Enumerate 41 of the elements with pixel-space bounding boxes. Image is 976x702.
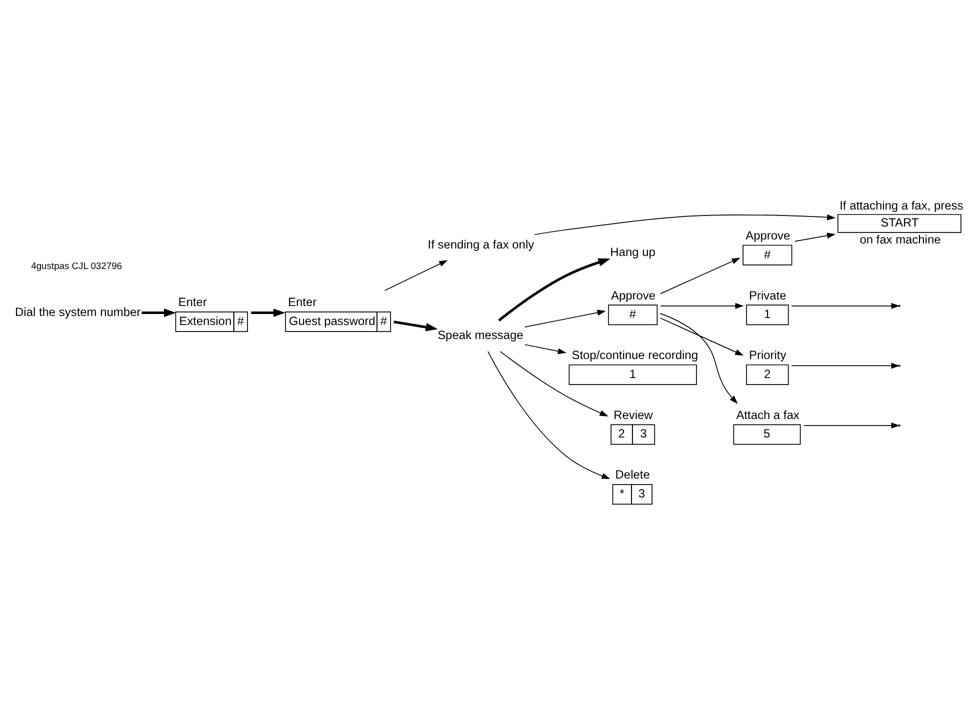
arrow [142, 308, 176, 317]
arrow [660, 258, 740, 294]
node-label: Priority [749, 348, 786, 362]
node-label: Approve [746, 228, 790, 242]
arrow [487, 351, 610, 480]
node-box: 2 [746, 364, 789, 385]
arrow [660, 318, 744, 356]
arrow [660, 302, 744, 309]
arrow [384, 260, 448, 291]
node-label: Enter [178, 295, 207, 310]
arrow [524, 344, 566, 354]
node-label: Enter [288, 295, 317, 310]
arrow [524, 310, 606, 328]
arrow [500, 351, 608, 416]
node-label: Approve [611, 288, 656, 302]
node-text: Dial the system number [15, 304, 141, 319]
node-text: Speak message [438, 328, 524, 342]
node-label: on fax machine [860, 232, 941, 247]
node-label: Delete [615, 468, 650, 482]
node-box: 5 [733, 424, 801, 445]
node-text: Hang up [610, 245, 656, 260]
arrow [803, 422, 900, 429]
node-box: # [742, 244, 792, 266]
arrow [660, 313, 738, 404]
node-text: If sending a fax only [428, 237, 534, 252]
node-label: Stop/continue recording [572, 348, 698, 362]
node-label: Review [614, 408, 653, 422]
node-box: 1 [746, 304, 789, 326]
arrow [794, 232, 836, 242]
arrow [394, 320, 438, 332]
node-box: # [608, 304, 658, 326]
node-box: START [837, 214, 962, 233]
arrow [498, 258, 610, 322]
arrow [791, 302, 900, 309]
arrow [251, 308, 286, 317]
node-label: Attach a fax [736, 408, 800, 422]
arrow [534, 214, 836, 236]
label: 4gustpas CJL 032796 [31, 260, 122, 272]
node-label: If attaching a fax, press [840, 198, 964, 213]
node-box: 1 [568, 364, 697, 385]
node-label: Private [749, 288, 786, 302]
